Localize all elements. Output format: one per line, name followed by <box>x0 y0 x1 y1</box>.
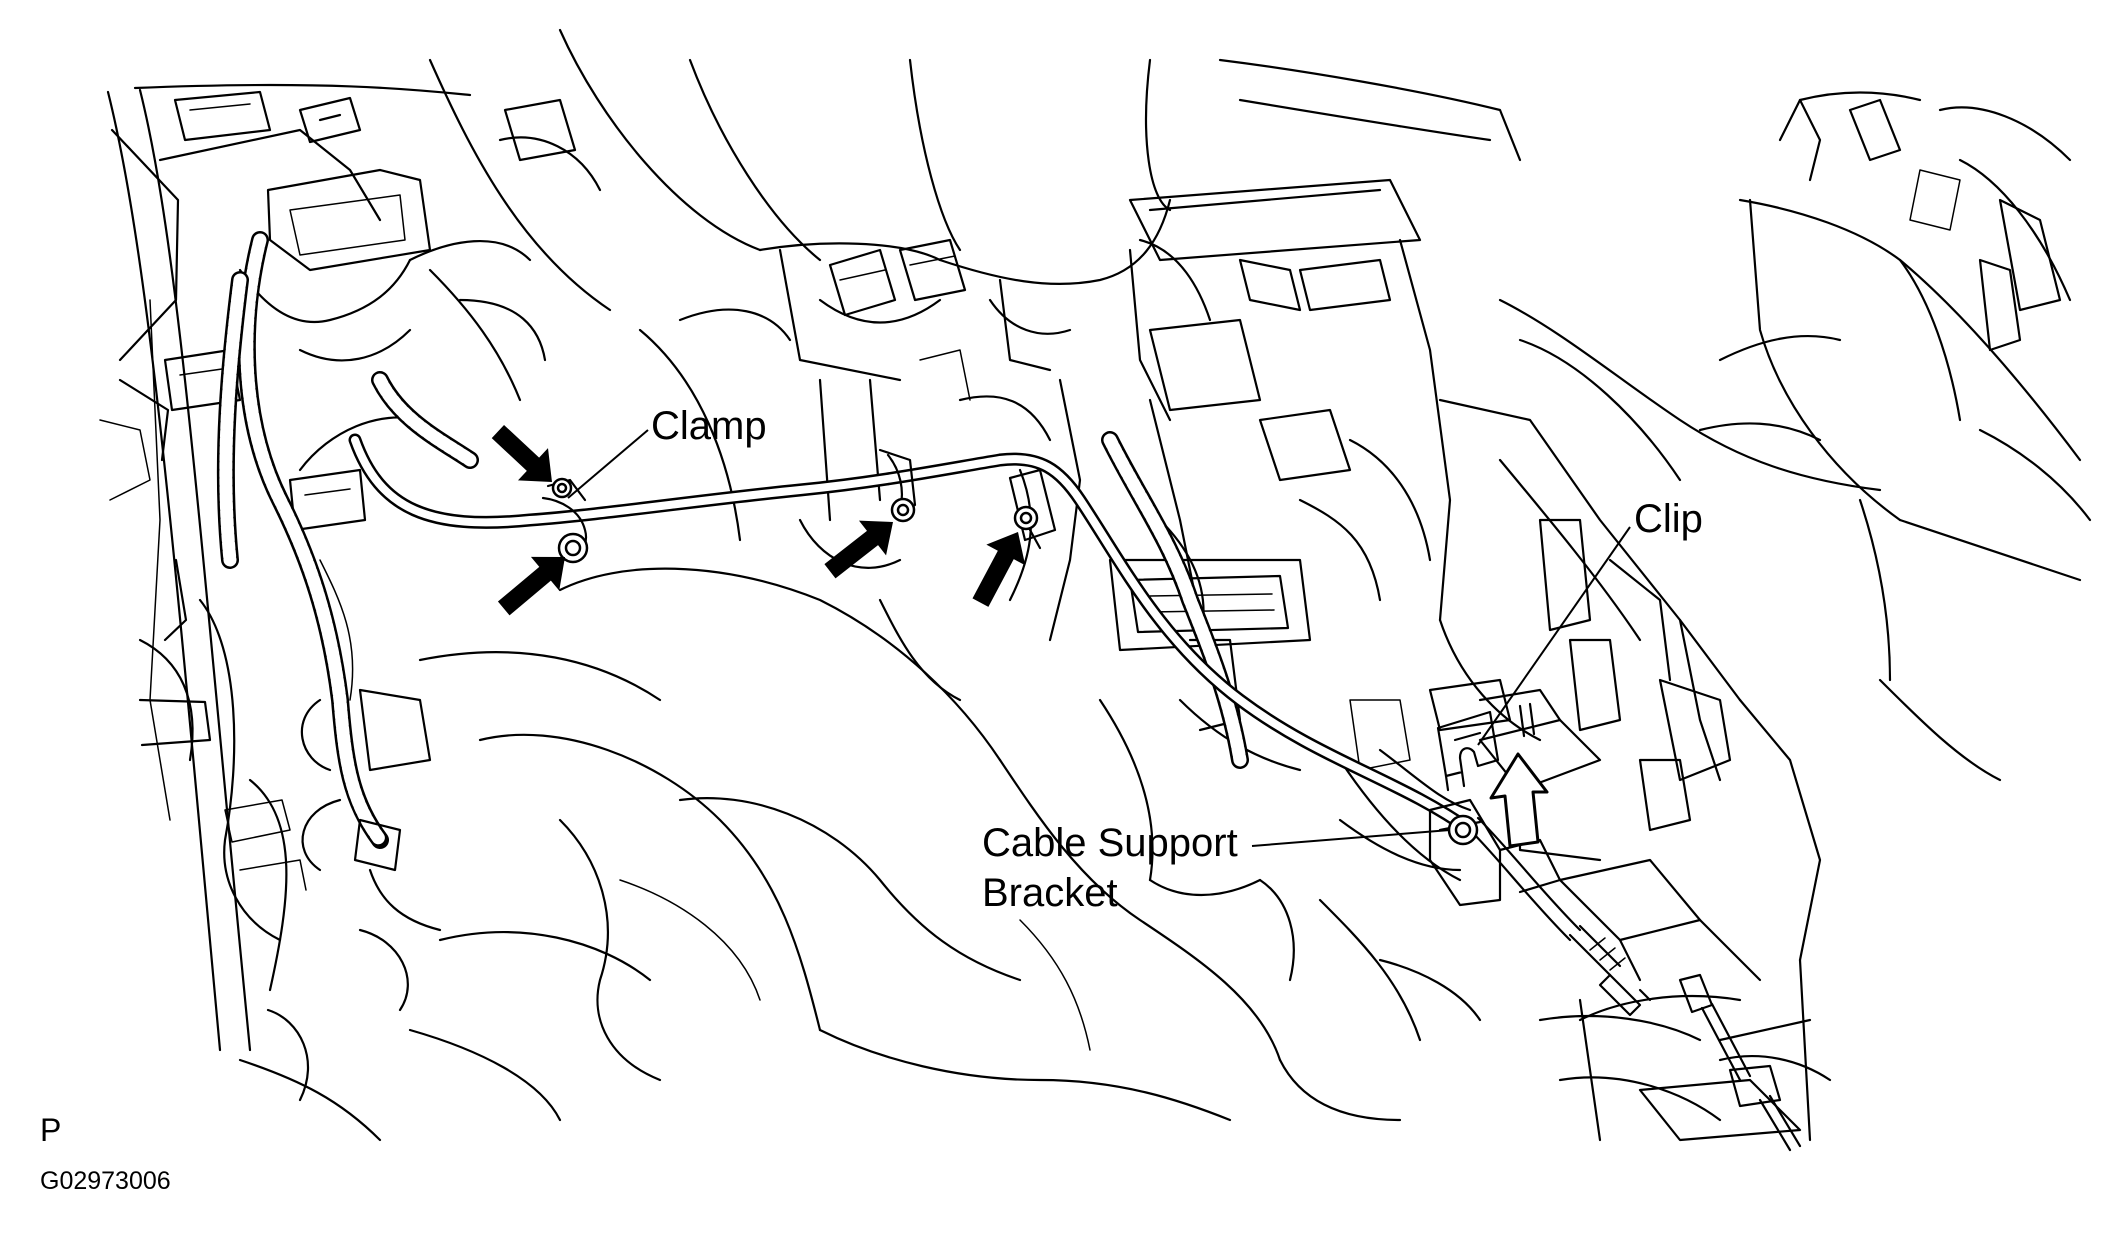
center-cable-bolt <box>878 448 917 523</box>
center-wire-harness <box>1101 431 1249 769</box>
right-side-panel <box>1498 91 2092 1142</box>
floor-lines <box>238 567 1812 1142</box>
label-cable-support-bracket-line1: Cable Support <box>982 821 1238 865</box>
callout-leader-lines <box>567 429 1631 847</box>
leader-clamp <box>567 429 649 499</box>
center-console-structure <box>1108 58 1822 982</box>
left-dashboard-area <box>133 83 547 1012</box>
label-cable-support-bracket-line2: Bracket <box>982 871 1118 915</box>
steering-column-area <box>428 28 1172 642</box>
right-bracket-bolt <box>1008 468 1057 550</box>
vehicle-interior-line-art <box>99 28 2092 1142</box>
hollow-direction-arrow <box>1489 752 1549 848</box>
cable-fasteners <box>541 448 1562 907</box>
arrow-solid-clamp-bottom <box>497 556 565 616</box>
label-cable-support-bracket: Cable Support Bracket <box>982 818 1238 918</box>
solid-removal-arrows <box>491 424 1026 616</box>
left-body-pillar <box>99 88 310 1102</box>
figure-code: G02973006 <box>40 1167 171 1195</box>
parking-brake-cable <box>348 433 1802 1152</box>
arrow-solid-center-bolt <box>824 520 893 579</box>
label-clamp: Clamp <box>651 404 767 448</box>
view-code: P <box>40 1112 62 1148</box>
arrow-solid-clamp-top <box>491 424 552 482</box>
arrow-solid-bracket-bolt <box>972 532 1026 607</box>
leader-clip <box>1477 526 1631 746</box>
label-clip: Clip <box>1634 497 1703 541</box>
cable-clamp <box>541 477 589 564</box>
leader-cable-support-bracket <box>1251 829 1451 847</box>
cable-clip <box>1436 702 1536 792</box>
